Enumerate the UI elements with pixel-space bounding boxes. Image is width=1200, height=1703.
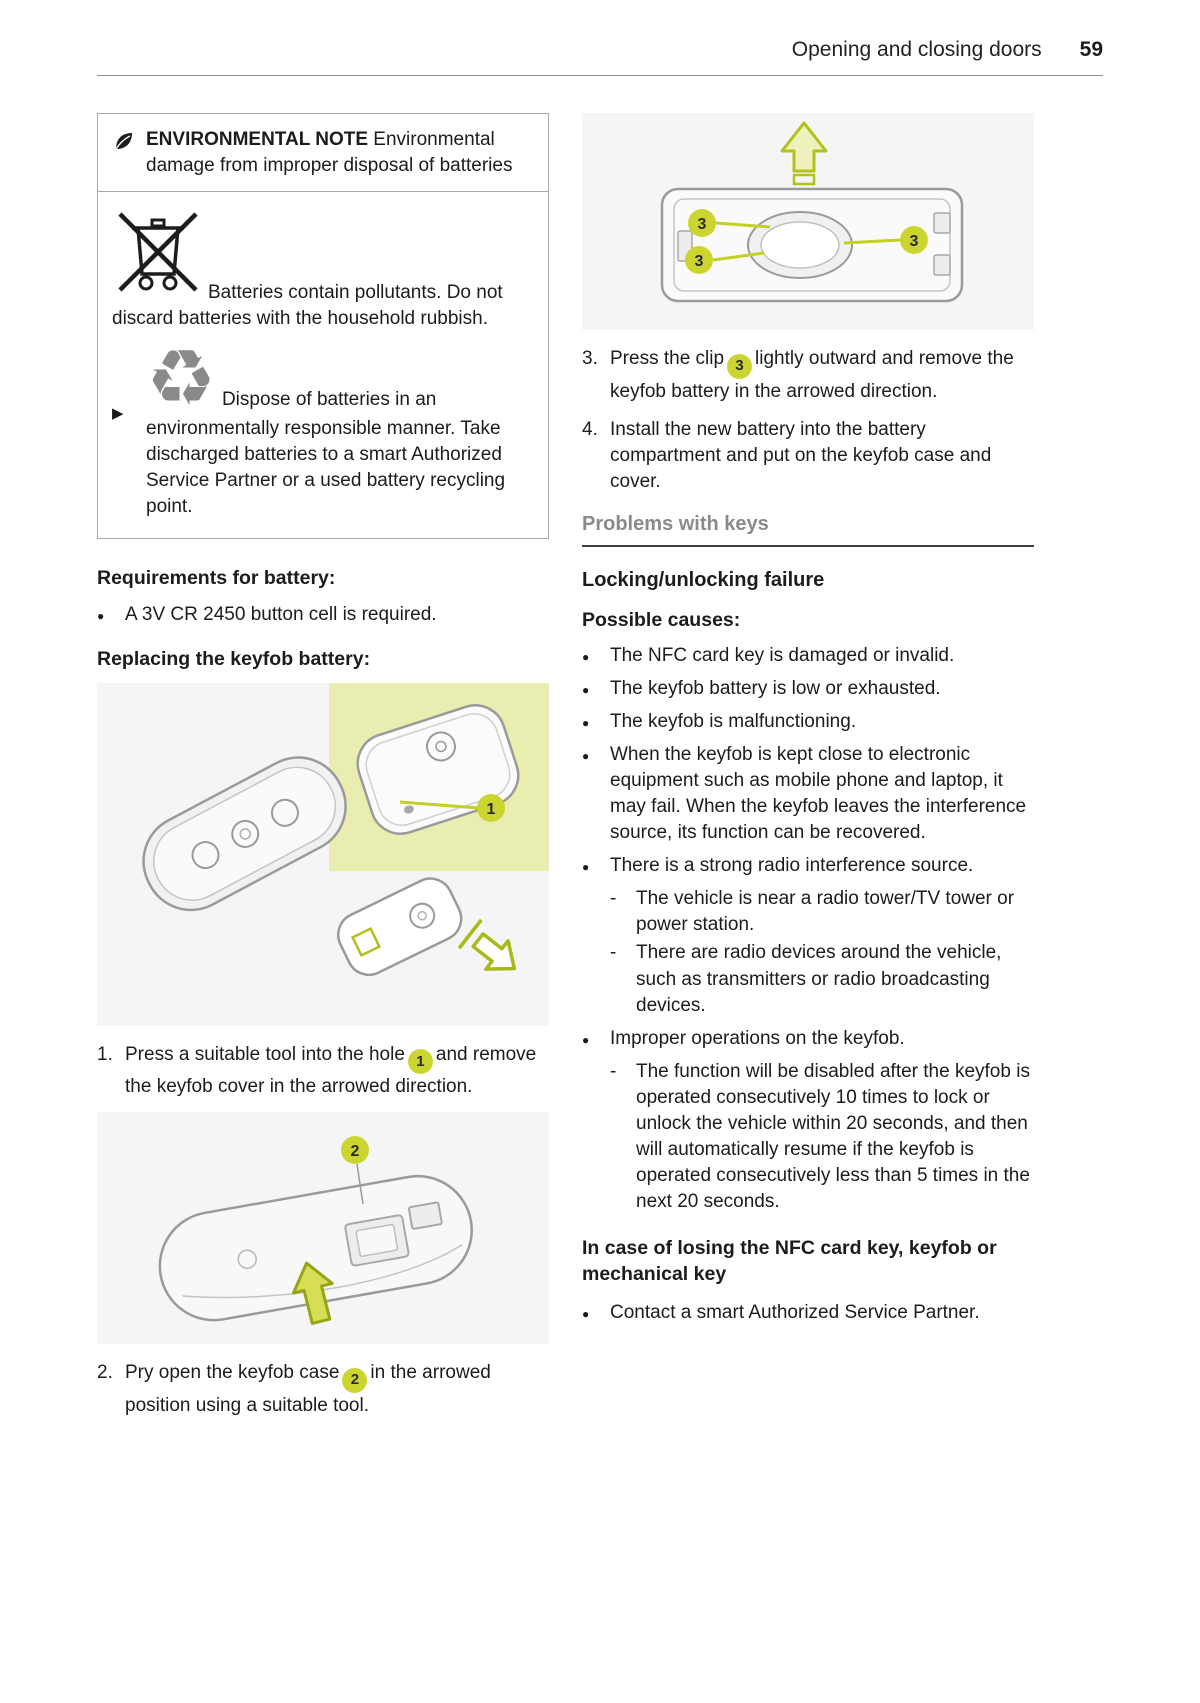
- step-4: 4. Install the new battery into the batt…: [582, 418, 992, 492]
- keyfob-pry-open-figure: 2: [97, 1112, 549, 1345]
- bullet-icon: ●: [582, 650, 590, 665]
- cause-item: ● The keyfob is malfunctioning.: [582, 709, 1034, 735]
- environmental-note-box: ENVIRONMENTAL NOTE Environmental damage …: [97, 113, 549, 540]
- remove-direction-arrow-icon: [780, 121, 828, 186]
- dispose-paragraph: ▶ ♻Dispose of batteries in an environmen…: [112, 340, 534, 520]
- battery-clip-figure: 3 3 3: [582, 113, 1034, 330]
- arrow-marker-icon: ▶: [112, 405, 124, 423]
- cause-item-improper: ● Improper operations on the keyfob.: [582, 1026, 1034, 1052]
- figure2-badge-circle: [341, 1136, 369, 1165]
- page-header: Opening and closing doors 59: [97, 38, 1103, 76]
- bullet-icon: ●: [582, 716, 590, 731]
- bullet-icon: ●: [582, 749, 590, 764]
- bullet-icon: ●: [582, 1307, 590, 1322]
- possible-causes-heading: Possible causes:: [582, 608, 741, 631]
- figure1-badge: 1: [487, 801, 496, 818]
- losing-key-bullet: ● Contact a smart Authorized Service Par…: [582, 1300, 1034, 1326]
- cause-item-radio: ● There is a strong radio interference s…: [582, 853, 1034, 879]
- locking-failure-heading: Locking/unlocking failure: [582, 569, 825, 592]
- bullet-icon: ●: [582, 683, 590, 698]
- losing-key-heading: In case of losing the NFC card key, keyf…: [582, 1236, 997, 1286]
- cause-item: ● When the keyfob is kept close to elect…: [582, 742, 1034, 846]
- inline-badge-2: 2: [342, 1368, 368, 1394]
- left-column: ENVIRONMENTAL NOTE Environmental damage …: [97, 113, 549, 1431]
- figure1-badge-circle: [477, 793, 505, 822]
- cause-item: ● The keyfob battery is low or exhausted…: [582, 676, 1034, 702]
- environmental-note-title: ENVIRONMENTAL NOTE Environmental damage …: [98, 114, 548, 193]
- figure2-badge: 2: [351, 1143, 360, 1160]
- problems-with-keys-heading: Problems with keys: [582, 511, 1034, 548]
- environmental-note-body: Batteries contain pollutants. Do not dis…: [98, 192, 548, 538]
- bullet-icon: ●: [582, 860, 590, 875]
- chapter-title: Opening and closing doors: [791, 38, 1042, 61]
- dash-icon: -: [610, 888, 617, 910]
- figure3-badge-b: 3: [695, 253, 704, 270]
- dispose-text: Dispose of batteries in an environmental…: [146, 389, 506, 518]
- replacing-heading: Replacing the keyfob battery:: [97, 647, 371, 670]
- dash-icon: -: [610, 1060, 617, 1082]
- inline-badge-3: 3: [727, 353, 753, 379]
- leaf-icon: [112, 127, 146, 179]
- cause-item: ● The NFC card key is damaged or invalid…: [582, 643, 1034, 669]
- bullet-icon: ●: [97, 608, 105, 623]
- pollutants-paragraph: Batteries contain pollutants. Do not dis…: [112, 206, 534, 332]
- crossed-bin-icon: [118, 212, 198, 292]
- cause-sub-item: - The function will be disabled after th…: [610, 1059, 1034, 1215]
- environmental-note-heading: ENVIRONMENTAL NOTE Environmental damage …: [146, 129, 513, 177]
- pry-arrow-icon: [291, 1261, 334, 1326]
- requirements-bullet: ● A 3V CR 2450 button cell is required.: [97, 602, 549, 628]
- dash-icon: -: [610, 942, 617, 964]
- recycle-icon: ♻: [146, 334, 216, 425]
- page-number: 59: [1079, 38, 1103, 61]
- figure3-badge-a: 3: [698, 216, 707, 233]
- manual-page: Opening and closing doors 59 ENVIRONMENT…: [97, 38, 1103, 1431]
- pollutants-text: Batteries contain pollutants. Do not dis…: [112, 282, 503, 330]
- bullet-icon: ●: [582, 1032, 590, 1047]
- cause-sub-item: - There are radio devices around the veh…: [610, 940, 1034, 1018]
- keyfob-disassembly-figure: 1: [97, 682, 549, 1026]
- inline-badge-1: 1: [407, 1049, 433, 1075]
- requirements-heading: Requirements for battery:: [97, 567, 336, 590]
- removal-arrow-icon: [457, 918, 517, 971]
- figure3-badge-c: 3: [910, 233, 919, 250]
- cause-sub-item: - The vehicle is near a radio tower/TV t…: [610, 886, 1034, 938]
